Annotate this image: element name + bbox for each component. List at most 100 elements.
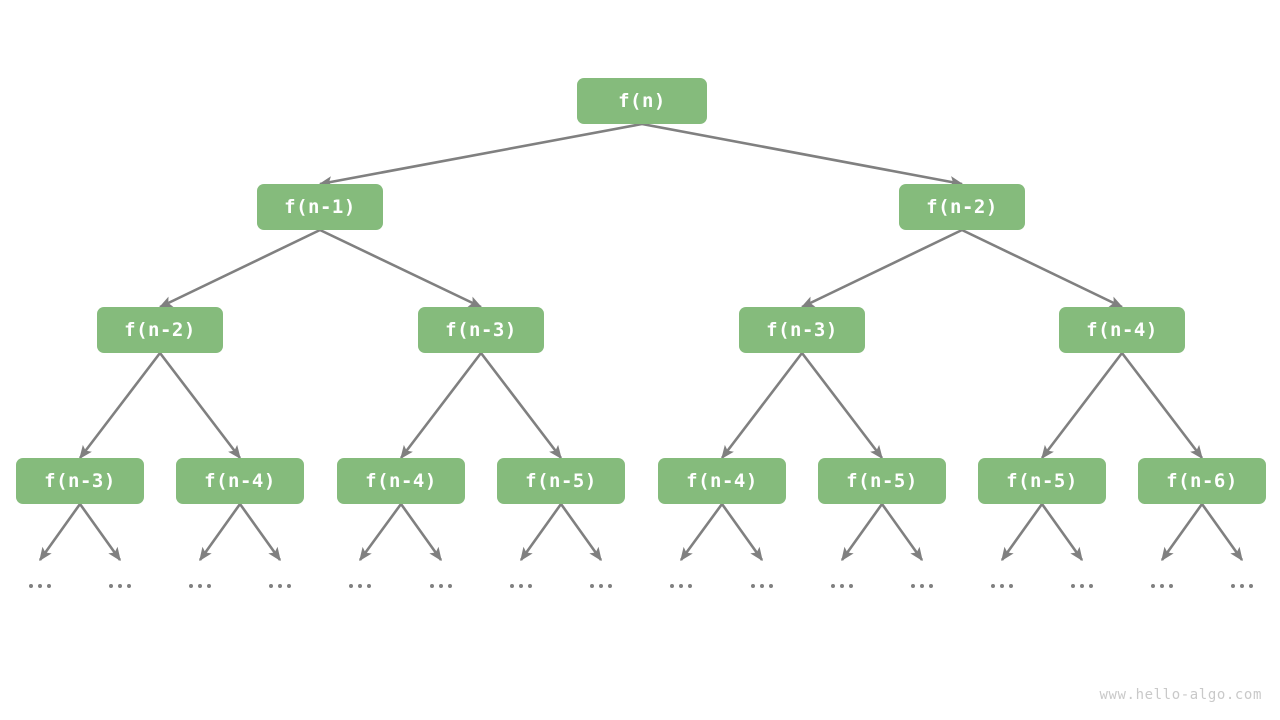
tree-node[interactable]: f(n-5) bbox=[818, 458, 946, 504]
tree-node[interactable]: f(n-2) bbox=[97, 307, 223, 353]
ellipsis-dot bbox=[831, 584, 835, 588]
ellipsis-dot bbox=[269, 584, 273, 588]
ellipsis-dot bbox=[751, 584, 755, 588]
ellipsis-dot bbox=[1249, 584, 1253, 588]
ellipsis-marker bbox=[1064, 578, 1100, 594]
ellipsis-marker bbox=[583, 578, 619, 594]
tree-node[interactable]: f(n-4) bbox=[337, 458, 465, 504]
tree-edge bbox=[961, 228, 1124, 309]
ellipsis-dot bbox=[911, 584, 915, 588]
tree-edge bbox=[1040, 352, 1124, 460]
tree-edge bbox=[559, 503, 603, 562]
ellipsis-marker bbox=[182, 578, 218, 594]
tree-edge bbox=[1120, 352, 1204, 460]
ellipsis-marker bbox=[663, 578, 699, 594]
tree-edge bbox=[1160, 503, 1204, 562]
ellipsis-marker bbox=[342, 578, 378, 594]
ellipsis-dot bbox=[688, 584, 692, 588]
ellipsis-dot bbox=[349, 584, 353, 588]
ellipsis-dot bbox=[528, 584, 532, 588]
ellipsis-dot bbox=[439, 584, 443, 588]
ellipsis-dot bbox=[670, 584, 674, 588]
ellipsis-marker bbox=[1144, 578, 1180, 594]
ellipsis-dot bbox=[1071, 584, 1075, 588]
tree-node[interactable]: f(n-4) bbox=[658, 458, 786, 504]
ellipsis-dot bbox=[1240, 584, 1244, 588]
tree-edge bbox=[238, 503, 282, 562]
tree-edge bbox=[1200, 503, 1244, 562]
ellipsis-dot bbox=[599, 584, 603, 588]
ellipsis-dot bbox=[109, 584, 113, 588]
tree-node[interactable]: f(n-3) bbox=[418, 307, 544, 353]
ellipsis-dot bbox=[1089, 584, 1093, 588]
ellipsis-dot bbox=[991, 584, 995, 588]
tree-node[interactable]: f(n-3) bbox=[16, 458, 144, 504]
ellipsis-dot bbox=[127, 584, 131, 588]
ellipsis-marker bbox=[262, 578, 298, 594]
ellipsis-dot bbox=[207, 584, 211, 588]
tree-edge bbox=[158, 228, 321, 309]
tree-node[interactable]: f(n-4) bbox=[176, 458, 304, 504]
ellipsis-dot bbox=[1151, 584, 1155, 588]
tree-edge bbox=[319, 228, 483, 309]
tree-edge bbox=[641, 122, 964, 188]
ellipsis-dot bbox=[38, 584, 42, 588]
ellipsis-marker bbox=[904, 578, 940, 594]
ellipsis-dot bbox=[519, 584, 523, 588]
watermark-label: www.hello-algo.com bbox=[1099, 687, 1262, 703]
ellipsis-dot bbox=[430, 584, 434, 588]
ellipsis-dot bbox=[189, 584, 193, 588]
tree-edge bbox=[1000, 503, 1044, 562]
ellipsis-dot bbox=[118, 584, 122, 588]
tree-edge bbox=[78, 503, 122, 562]
ellipsis-dot bbox=[1231, 584, 1235, 588]
tree-edge bbox=[158, 352, 242, 460]
tree-edge bbox=[38, 503, 82, 562]
ellipsis-dot bbox=[358, 584, 362, 588]
tree-edge bbox=[318, 122, 643, 188]
tree-node[interactable]: f(n-5) bbox=[978, 458, 1106, 504]
ellipsis-dot bbox=[448, 584, 452, 588]
tree-edge bbox=[720, 352, 804, 460]
tree-edge bbox=[880, 503, 924, 562]
ellipsis-marker bbox=[423, 578, 459, 594]
tree-node[interactable]: f(n-6) bbox=[1138, 458, 1266, 504]
ellipsis-dot bbox=[198, 584, 202, 588]
ellipsis-dot bbox=[1000, 584, 1004, 588]
ellipsis-dot bbox=[1169, 584, 1173, 588]
tree-edge bbox=[399, 352, 483, 460]
tree-node[interactable]: f(n-5) bbox=[497, 458, 625, 504]
tree-edge bbox=[800, 228, 963, 309]
tree-edge bbox=[358, 503, 403, 562]
tree-edge bbox=[679, 503, 724, 562]
ellipsis-dot bbox=[840, 584, 844, 588]
ellipsis-marker bbox=[744, 578, 780, 594]
ellipsis-dot bbox=[29, 584, 33, 588]
tree-node[interactable]: f(n-3) bbox=[739, 307, 865, 353]
ellipsis-marker bbox=[984, 578, 1020, 594]
tree-edge bbox=[399, 503, 443, 562]
ellipsis-marker bbox=[503, 578, 539, 594]
ellipsis-dot bbox=[287, 584, 291, 588]
ellipsis-marker bbox=[102, 578, 138, 594]
tree-edge bbox=[840, 503, 884, 562]
ellipsis-dot bbox=[760, 584, 764, 588]
tree-edge bbox=[800, 352, 884, 460]
ellipsis-dot bbox=[929, 584, 933, 588]
ellipsis-dot bbox=[679, 584, 683, 588]
tree-node[interactable]: f(n) bbox=[577, 78, 707, 124]
ellipsis-dot bbox=[510, 584, 514, 588]
ellipsis-dot bbox=[590, 584, 594, 588]
ellipsis-dot bbox=[769, 584, 773, 588]
ellipsis-dot bbox=[608, 584, 612, 588]
tree-node[interactable]: f(n-1) bbox=[257, 184, 383, 230]
tree-edge bbox=[479, 352, 563, 460]
ellipsis-dot bbox=[1009, 584, 1013, 588]
tree-node[interactable]: f(n-4) bbox=[1059, 307, 1185, 353]
tree-edge bbox=[198, 503, 242, 562]
tree-node[interactable]: f(n-2) bbox=[899, 184, 1025, 230]
tree-edge bbox=[1040, 503, 1084, 562]
ellipsis-dot bbox=[367, 584, 371, 588]
tree-edge bbox=[78, 352, 162, 460]
